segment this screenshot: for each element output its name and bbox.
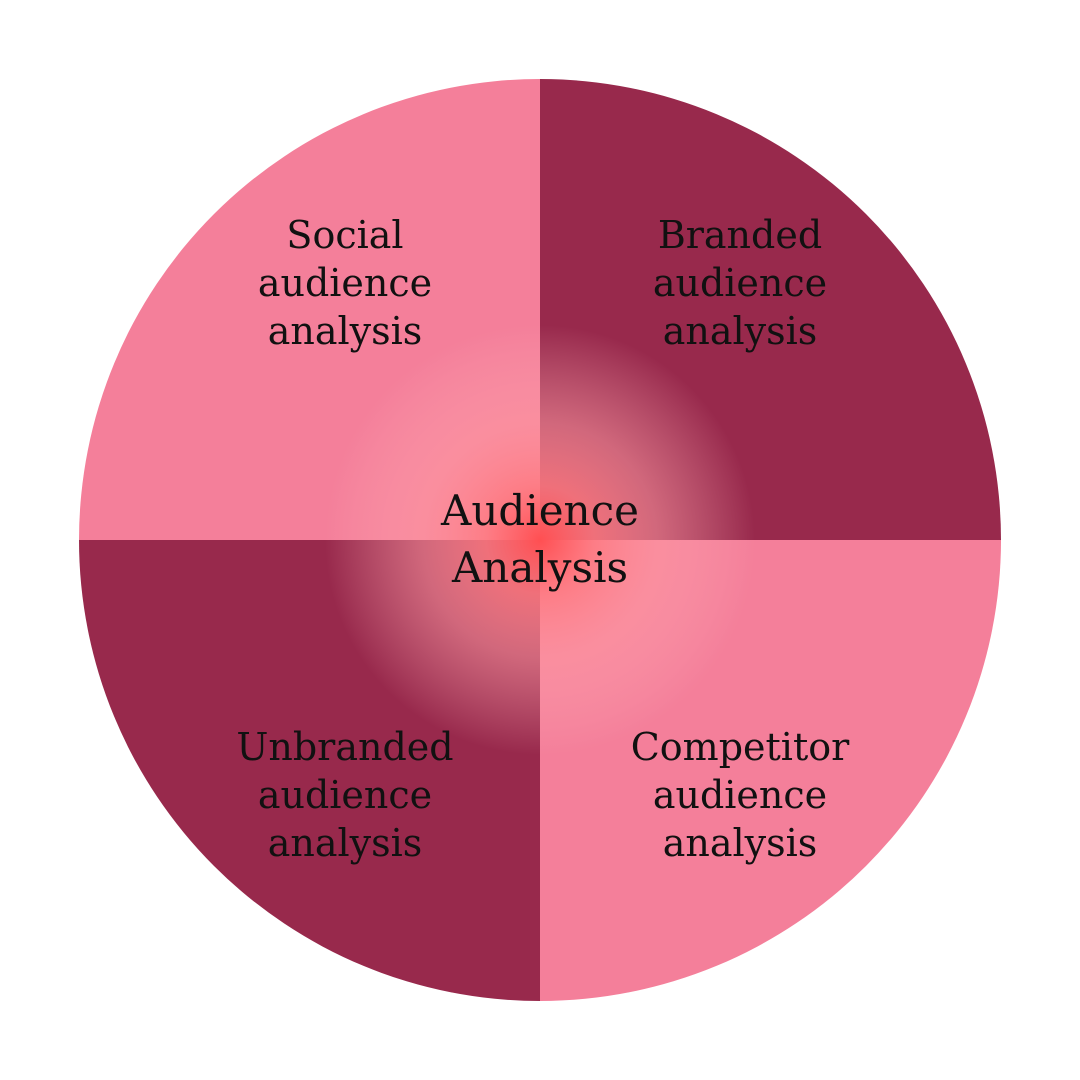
center-glow — [325, 325, 755, 755]
quadrant-label-competitor: Competitor audience analysis — [630, 725, 850, 865]
quadrant-label-branded: Branded audience analysis — [652, 213, 828, 353]
quadrant-label-social: Social audience analysis — [257, 213, 433, 353]
center-label: Audience Analysis — [441, 486, 639, 592]
quadrant-label-unbranded: Unbranded audience analysis — [236, 725, 454, 865]
